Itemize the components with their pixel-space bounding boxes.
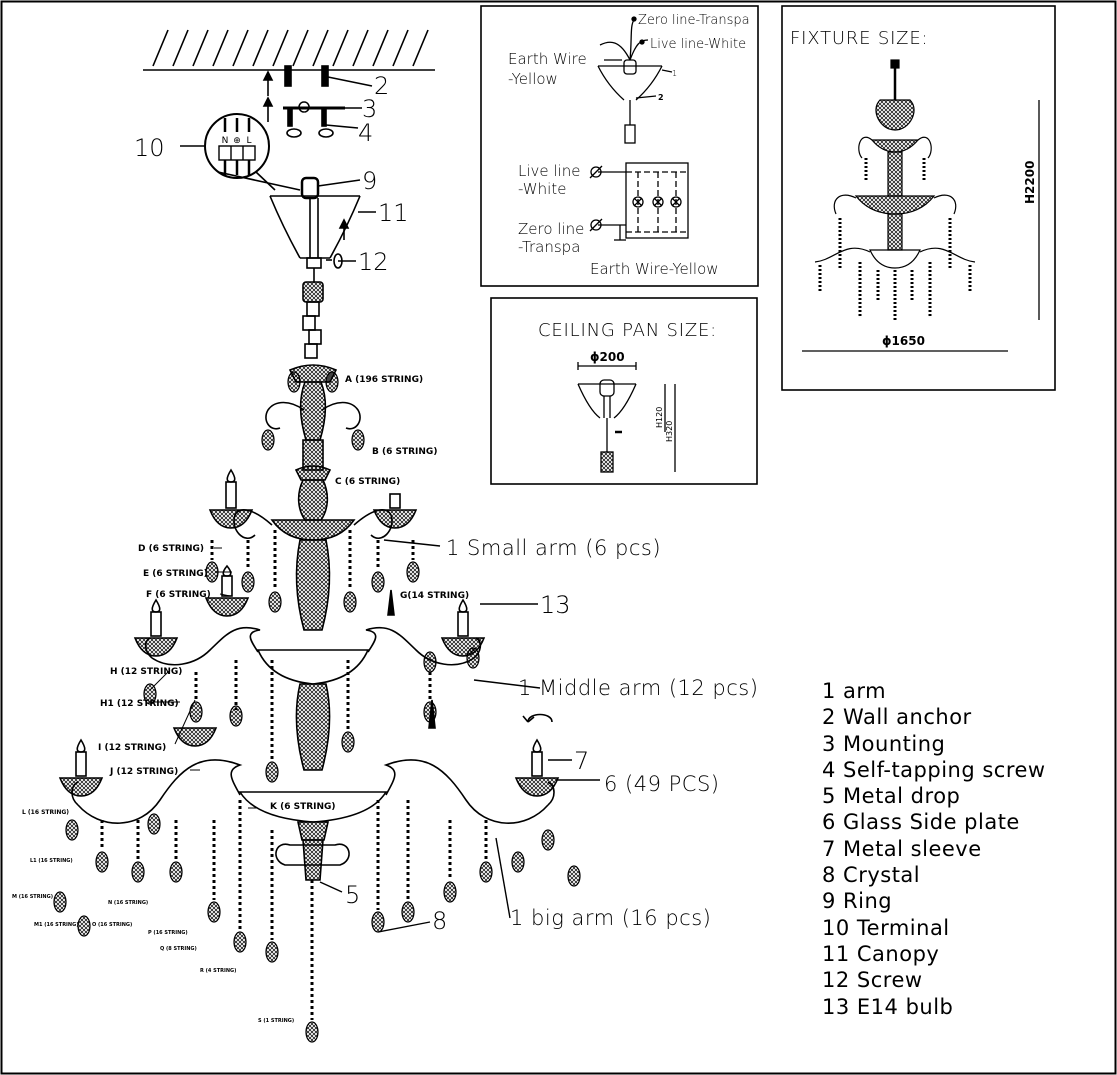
wiring-diagram: [589, 16, 689, 241]
list-item: 11 Canopy: [822, 941, 940, 966]
big-arm-label: 1 big arm (16 pcs): [510, 906, 711, 930]
arm-labels: 1 Small arm (6 pcs) 1 Middle arm (12 pcs…: [446, 536, 758, 930]
list-item: 12 Screw: [822, 968, 923, 993]
terminal-l: L: [246, 136, 251, 146]
terminal-block: [218, 118, 256, 175]
zero-line-top: Zero line-Transpa: [638, 13, 750, 28]
callout-7: 7: [574, 747, 589, 775]
ceiling-pan-h320: H320: [665, 421, 674, 442]
callouts: 2 3 4 10 9 11 12 13 7 5 8: [134, 72, 589, 935]
wiring-text: Zero line-Transpa Live line-White Earth …: [508, 13, 750, 278]
terminal-e: ⊕: [233, 136, 241, 146]
callout-5: 5: [345, 881, 360, 909]
earth-wire-top-1: Earth Wire: [508, 50, 587, 68]
zero-line-label-1: Zero line: [518, 220, 584, 238]
callout-12: 12: [358, 248, 389, 276]
label-s: S (1 STRING): [258, 1018, 294, 1024]
list-item: 4 Self-tapping screw: [822, 757, 1046, 782]
label-h: H (12 STRING): [110, 667, 182, 677]
list-item: 2 Wall anchor: [822, 705, 972, 730]
pin-1: 1: [672, 69, 677, 78]
callout-13: 13: [540, 591, 571, 619]
list-item: 8 Crystal: [822, 863, 921, 888]
list-item: 6 Glass Side plate: [822, 810, 1020, 835]
label-k: K (6 STRING): [270, 802, 336, 812]
wiring-box: [480, 5, 759, 287]
ceiling-pan-title: CEILING PAN SIZE:: [538, 320, 717, 341]
fixture-thumbnail: [814, 59, 976, 320]
parts-list: 1 arm 2 Wall anchor 3 Mounting 4 Self-ta…: [822, 678, 1046, 1020]
label-i: I (12 STRING): [98, 743, 166, 753]
ceiling-pan-drawing: [577, 362, 676, 473]
label-m1: M1 (16 STRING): [34, 922, 78, 928]
callout-11: 11: [378, 199, 409, 227]
label-l1: L1 (16 STRING): [30, 858, 73, 864]
list-item: 1 arm: [822, 679, 887, 703]
list-item: 13 E14 bulb: [822, 994, 954, 1019]
list-item: 10 Terminal: [822, 915, 950, 940]
fixture-dimensions: [802, 100, 1040, 352]
label-m: M (16 STRING): [12, 894, 53, 900]
callout-leaders: [319, 260, 600, 933]
label-g: G(14 STRING): [400, 591, 469, 601]
canopy: [269, 176, 376, 282]
small-arm-label: 1 Small arm (6 pcs): [446, 536, 661, 560]
ceiling-pan-h120: H120: [655, 407, 664, 428]
terminal-n: N: [222, 136, 229, 146]
callout-10: 10: [134, 134, 165, 162]
callout-2: 2: [374, 72, 389, 100]
live-line-label-2: -White: [518, 180, 566, 198]
fixture-diameter: ϕ1650: [882, 334, 925, 348]
list-item: 7 Metal sleeve: [822, 836, 982, 861]
string-labels: A (196 STRING) B (6 STRING) C (6 STRING)…: [12, 375, 469, 1024]
list-item: 9 Ring: [822, 889, 893, 914]
string-leaders: [148, 547, 258, 809]
ceiling-pan-box: [490, 297, 758, 485]
fixture-size-title: FIXTURE SIZE:: [790, 28, 928, 49]
callout-4: 4: [358, 119, 373, 147]
zero-line-label-2: -Transpa: [518, 238, 580, 256]
list-item: 3 Mounting: [822, 731, 946, 756]
label-q: Q (8 STRING): [160, 946, 197, 952]
label-f: F (6 STRING): [146, 590, 211, 600]
ceiling-mount-group: [143, 29, 435, 191]
label-h1: H1 (12 STRING): [100, 699, 179, 709]
label-b: B (6 STRING): [372, 447, 437, 457]
callout-8: 8: [432, 907, 447, 935]
earth-wire-top-2: -Yellow: [508, 70, 558, 88]
live-line-label-1: Live line: [518, 162, 580, 180]
callout-9: 9: [362, 167, 377, 195]
label-j: J (12 STRING): [109, 767, 178, 777]
pin-2: 2: [658, 93, 664, 102]
live-line-top: Live line-White: [650, 37, 746, 52]
label-o: O (16 STRING): [92, 922, 132, 928]
label-r: R (4 STRING): [200, 968, 236, 974]
label-d: D (6 STRING): [138, 544, 204, 554]
label-l: L (16 STRING): [22, 809, 69, 816]
label-n: N (16 STRING): [108, 900, 148, 906]
label-e: E (6 STRING): [143, 569, 208, 579]
chandelier: [58, 281, 560, 1020]
ceiling-pan-diameter: ϕ200: [590, 350, 625, 364]
callout-3: 3: [362, 95, 377, 123]
earth-wire-bottom: Earth Wire-Yellow: [590, 260, 719, 278]
plate-label: 6 (49 PCS): [604, 772, 719, 796]
middle-arm-label: 1 Middle arm (12 pcs): [518, 676, 758, 700]
fixture-height: H2200: [1023, 161, 1037, 204]
label-a: A (196 STRING): [345, 375, 423, 385]
label-c: C (6 STRING): [335, 477, 400, 487]
label-p: P (16 STRING): [148, 930, 188, 936]
fixture-size-box: [781, 5, 1056, 391]
list-item: 5 Metal drop: [822, 784, 961, 809]
